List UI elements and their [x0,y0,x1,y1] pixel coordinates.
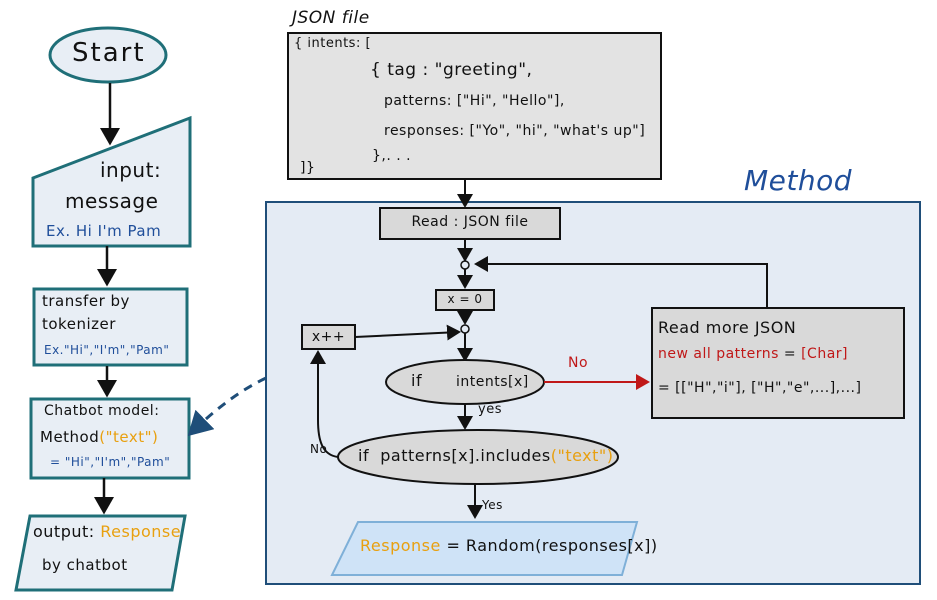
arrow-no-loop-xinc [310,350,339,458]
no-label-2: No [310,442,328,456]
read-json-box [379,207,561,240]
read-more-line2-text: new all patterns [658,346,779,362]
json-file-box [287,32,662,180]
response-line: Response = Random(responses[x]) [360,536,658,555]
if-patterns-expr: patterns[x].includes [380,446,551,465]
x-inc-box [301,324,356,350]
transfer-line1: transfer by [42,292,130,310]
response-word: Response [360,536,441,555]
read-more-title: Read more JSON [658,318,797,337]
start-node [48,26,168,84]
read-json-label: Read : JSON file [411,214,529,230]
output-sub: by chatbot [42,556,128,574]
chatbot-node [29,397,191,480]
output-node [14,514,187,592]
output-line: output: Response [33,522,181,541]
input-sub: message [65,189,159,213]
json-line5: },. . . [372,148,412,164]
read-more-line3: = [["H","i"], ["H","e",...],...] [658,380,862,396]
chatbot-arg: ("text") [99,428,159,446]
read-more-char: [Char] [801,346,848,362]
x-inc-label: x++ [311,329,346,345]
read-more-line2: new all patterns = [Char] [658,346,848,362]
response-expr: = Random(responses[x]) [446,536,658,555]
input-example: Ex. Hi I'm Pam [46,222,162,240]
transfer-line2: tokenizer [42,315,116,333]
if-intents-kw: if [411,371,423,390]
if-patterns-arg: ("text") [550,446,614,465]
chatbot-method: Method [40,428,100,446]
if-patterns-kw: if [358,446,370,465]
transfer-node [32,287,189,367]
json-file-title: JSON file [292,8,370,28]
transfer-example: Ex."Hi","I'm","Pam" [44,343,170,357]
chatbot-title: Chatbot model: [44,403,160,419]
chatbot-method-line: Method("text") [40,428,158,446]
if-intents-expr: intents[x] [456,374,529,390]
output-label: output: [33,522,95,541]
start-label: Start [72,38,146,68]
dashed-arrow-method-chatbot [187,376,267,437]
if-patterns-line: if patterns[x].includes("text") [358,446,614,465]
json-line6: ]} [300,160,316,176]
read-more-box [651,307,905,419]
json-line2: { tag : "greeting", [370,60,533,80]
json-line4: responses: ["Yo", "hi", "what's up"] [384,123,646,139]
method-title: Method [744,164,853,197]
read-more-eq: = [783,346,797,362]
response-node [330,521,639,576]
yes-label-1: yes [478,402,502,417]
yes-label-2: Yes [482,498,503,512]
json-line3: patterns: ["Hi", "Hello"], [384,93,565,109]
no-label-1: No [568,355,589,371]
arrow-readmore-loop [474,256,768,308]
output-response: Response [100,522,182,541]
json-line1: { intents: [ [294,36,372,51]
chatbot-values: = "Hi","I'm","Pam" [50,455,171,469]
input-label: input: [100,158,162,182]
input-node [31,115,192,248]
arrow-xinc-merge2 [354,324,461,341]
x-init-label: x = 0 [447,292,483,306]
